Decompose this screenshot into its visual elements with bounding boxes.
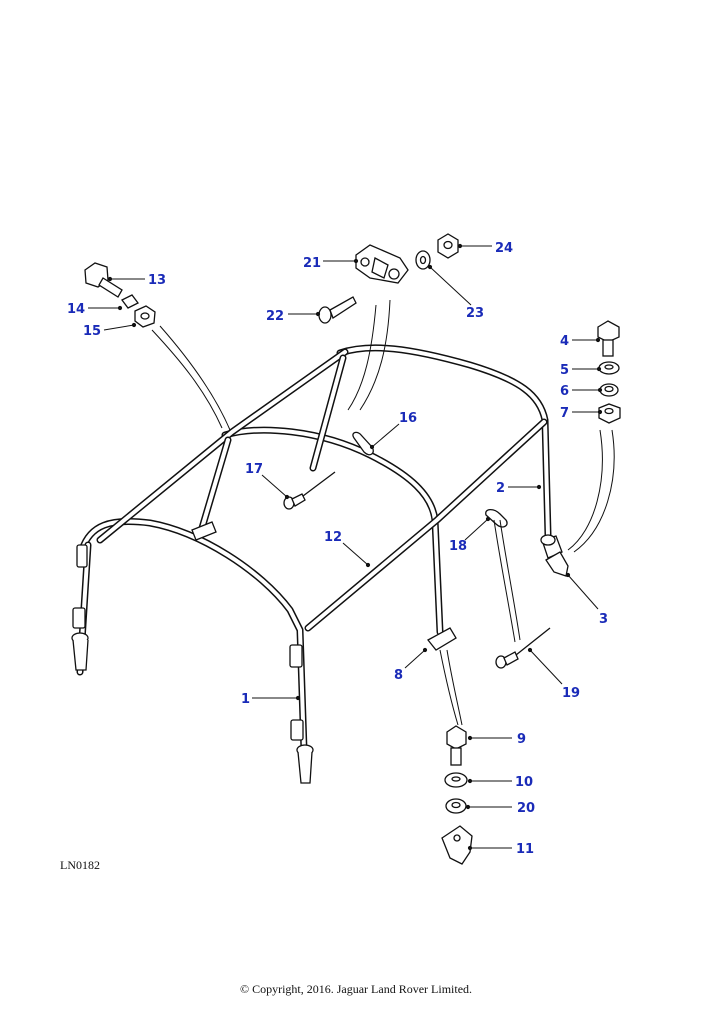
callout-numbers: 1 2 3 4 5 6 7 8 9 10 20 11 12 13 14 15 1…	[67, 241, 608, 857]
callout-18: 18	[449, 539, 467, 554]
callout-3: 3	[599, 612, 608, 627]
washer-23	[415, 250, 431, 270]
plain-washer-5	[598, 361, 620, 375]
callout-14: 14	[67, 302, 85, 317]
callout-11: 11	[516, 842, 534, 857]
callout-8: 8	[394, 668, 403, 683]
callout-16: 16	[399, 411, 417, 426]
screw-22	[318, 296, 357, 324]
callout-12: 12	[324, 530, 342, 545]
callout-1: 1	[241, 692, 250, 707]
bolt-4	[597, 320, 620, 357]
diagonal-brace-rear	[198, 436, 232, 532]
square-washer-14	[121, 294, 139, 309]
bracket-11	[441, 825, 473, 865]
callout-10: 10	[515, 775, 533, 790]
callout-23: 23	[466, 306, 484, 321]
bracket-3	[545, 551, 569, 577]
callout-leaders	[88, 243, 603, 851]
callout-17: 17	[245, 462, 263, 477]
callout-19: 19	[562, 686, 580, 701]
callout-7: 7	[560, 406, 569, 421]
bolt-13	[84, 262, 123, 298]
nut-24	[437, 233, 459, 259]
copyright-notice: © Copyright, 2016. Jaguar Land Rover Lim…	[240, 982, 472, 996]
hood-frame	[76, 344, 552, 754]
bolt-9	[446, 725, 467, 766]
nut-7	[598, 403, 621, 424]
spring-washer-20	[445, 798, 467, 814]
spring-washer-6	[599, 383, 619, 397]
callout-21: 21	[303, 256, 321, 271]
frame-brackets	[71, 521, 563, 784]
callout-9: 9	[517, 732, 526, 747]
left-side-rail	[96, 348, 349, 544]
front-hoop	[336, 344, 552, 539]
diagonal-brace-front	[309, 354, 347, 472]
clamp-21	[355, 244, 409, 284]
rivet-19	[495, 627, 551, 669]
callout-20: 20	[517, 801, 535, 816]
nut-15	[134, 305, 156, 328]
right-side-rail	[304, 418, 548, 632]
callout-13: 13	[148, 273, 166, 288]
callout-4: 4	[560, 334, 569, 349]
loose-parts	[84, 233, 621, 865]
callout-5: 5	[560, 363, 569, 378]
callout-22: 22	[266, 309, 284, 324]
callout-2: 2	[496, 481, 505, 496]
callout-24: 24	[495, 241, 513, 256]
plain-washer-10	[444, 772, 468, 788]
assembly-lines	[151, 299, 615, 726]
callout-6: 6	[560, 384, 569, 399]
rear-hoop	[78, 517, 308, 754]
callout-15: 15	[83, 324, 101, 339]
p-clip-18	[485, 508, 508, 528]
drawing-code: LN0182	[60, 858, 100, 872]
rivet-17	[283, 471, 336, 510]
